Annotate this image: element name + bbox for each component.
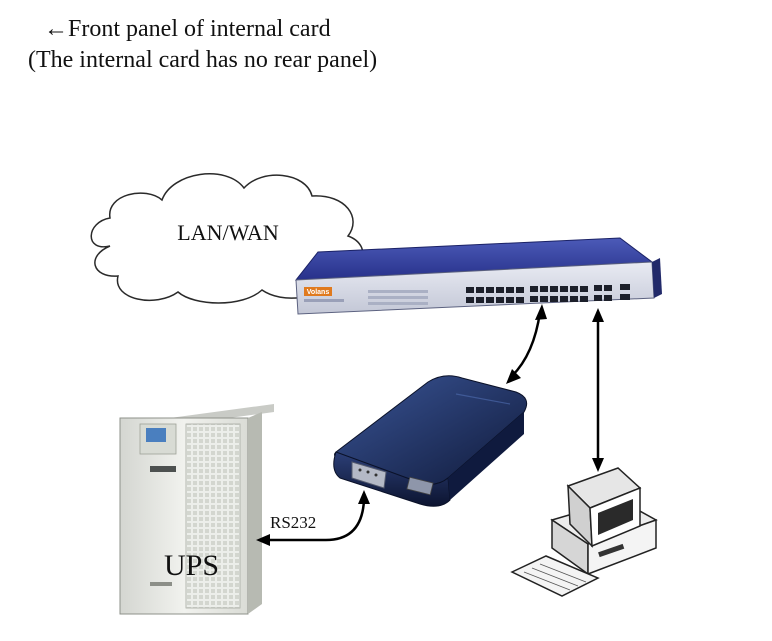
ups-display	[146, 428, 166, 442]
rs232-arrowhead-left	[256, 534, 270, 546]
switch-brand-label: Volans	[307, 289, 330, 296]
keyboard-keys	[523, 563, 587, 591]
caption-line-no-rear-panel: (The internal card has no rear panel)	[28, 47, 378, 73]
ups-badge	[150, 466, 176, 472]
caption: ←Front panel of internal card (The inter…	[28, 14, 377, 76]
pc-link-arrowhead-down	[592, 458, 604, 472]
connections	[256, 304, 604, 546]
ups-side	[248, 412, 262, 614]
monitor-screen	[598, 499, 633, 535]
rs232-link	[266, 499, 366, 542]
ups-nameplate	[150, 582, 172, 586]
keyboard	[510, 555, 600, 597]
link-arrowhead-down	[506, 369, 521, 384]
switch-to-card-link	[511, 311, 542, 377]
lan-wan-label: LAN/WAN	[177, 220, 279, 245]
caption-line-front-panel: ←Front panel of internal card	[44, 16, 331, 42]
switch-status-leds	[368, 290, 428, 305]
switch-model-strip	[304, 299, 344, 302]
switch-side	[652, 258, 662, 298]
pc-link-arrowhead-up	[592, 308, 604, 322]
ups-cabinet: UPS	[119, 404, 274, 615]
lan-wan-cloud: LAN/WAN	[90, 173, 364, 304]
rs232-label: RS232	[270, 513, 316, 532]
network-switch: Volans	[294, 237, 662, 315]
card-network-port	[406, 476, 434, 496]
cloud-outline	[90, 173, 364, 304]
card-side	[448, 412, 524, 500]
rs232-arrowhead-up	[358, 490, 370, 504]
switch-brand-logo	[304, 287, 332, 296]
switch-ethernet-ports	[466, 284, 630, 303]
ups-label: UPS	[164, 549, 219, 582]
internal-card-device	[333, 375, 528, 507]
db9-connector	[351, 461, 387, 489]
link-arrowhead-up	[535, 304, 547, 320]
ups-vent-door	[185, 423, 241, 609]
desktop-computer	[510, 467, 658, 597]
pc-drive-bay	[598, 543, 625, 558]
